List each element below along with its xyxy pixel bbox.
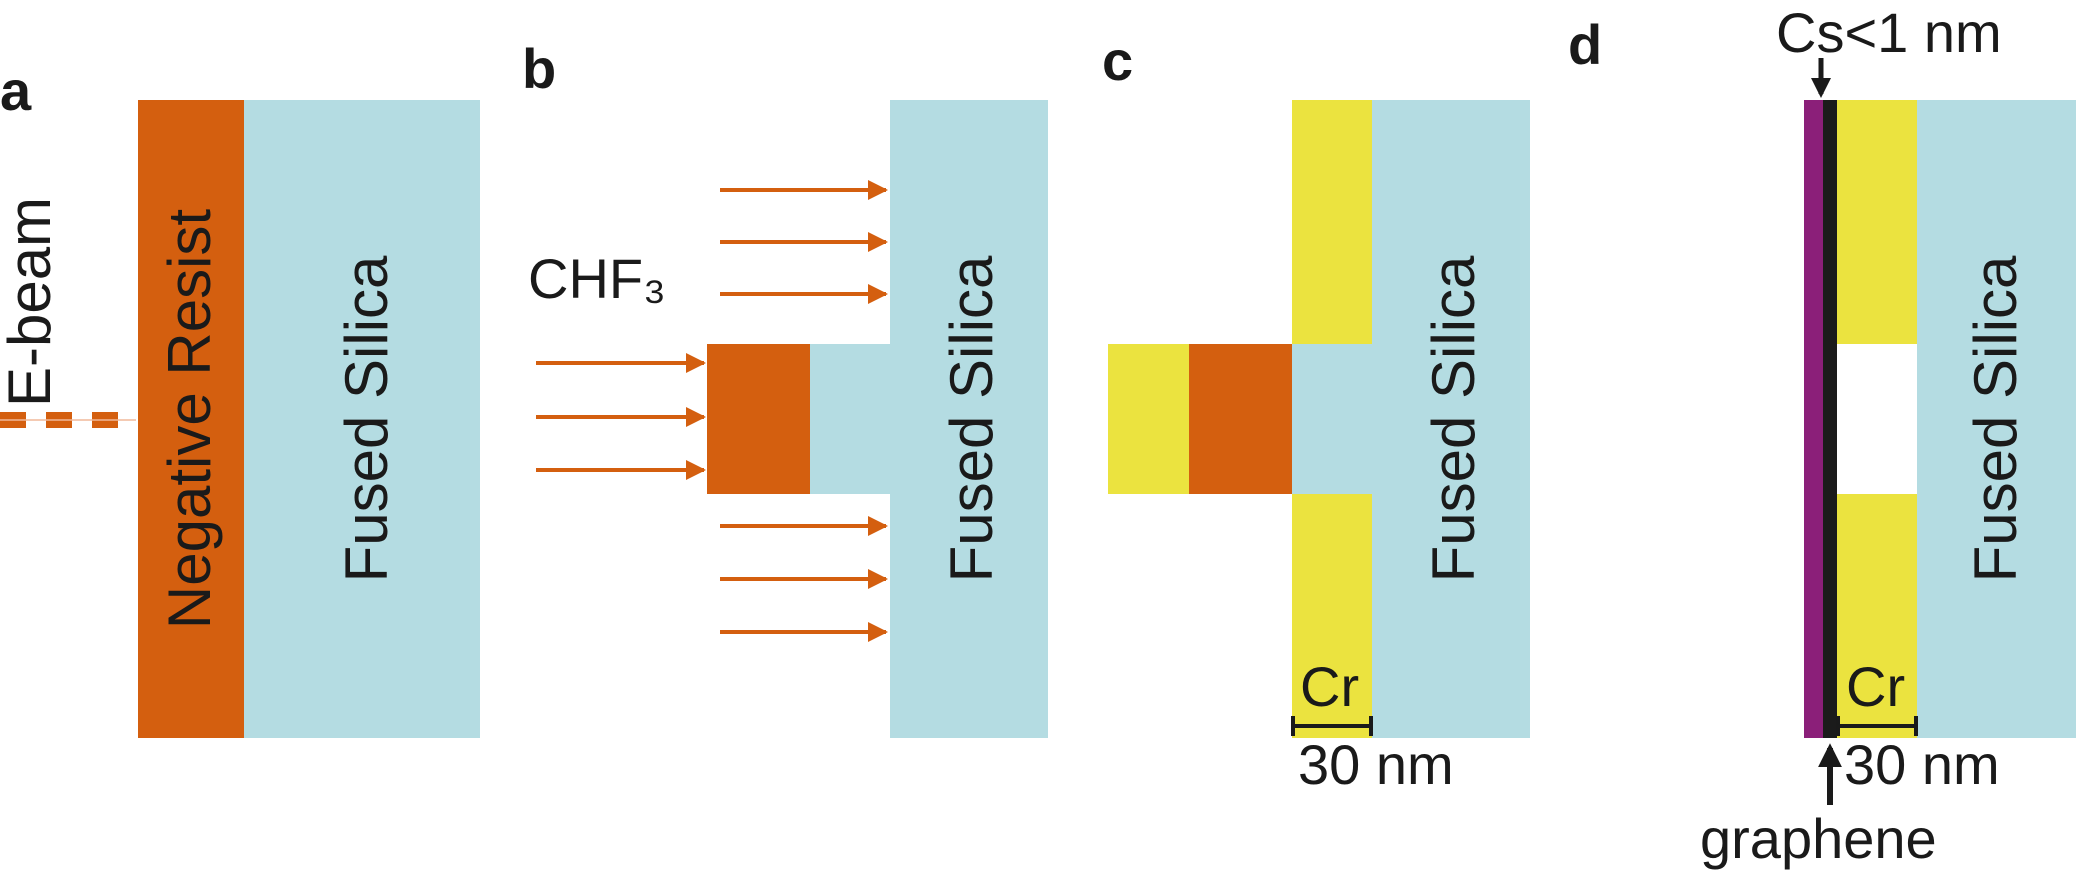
resist-mask-c xyxy=(1189,344,1292,494)
substrate-label-d: Fused Silica xyxy=(1962,255,2029,582)
panel-d: d Cs<1 nm Fused Silica Cr 30 nm graphene xyxy=(1568,1,2076,870)
chromium-upper-c xyxy=(1292,100,1372,344)
etch-arrows xyxy=(536,180,888,642)
resist-mask-b xyxy=(707,344,810,494)
ebeam-label: E-beam xyxy=(0,197,63,407)
chromium-upper-d xyxy=(1837,100,1917,344)
width-label-c: 30 nm xyxy=(1298,733,1454,796)
chromium-cap-c xyxy=(1108,344,1189,494)
negative-resist-layer xyxy=(138,100,244,738)
chf3-label: CHF₃ xyxy=(528,247,666,310)
panel-c: c Fused Silica Cr 30 nm xyxy=(1102,29,1530,796)
panel-b: b Fused Silica CHF₃ xyxy=(522,37,1048,738)
panel-label-c: c xyxy=(1102,29,1133,92)
fused-silica-substrate-b xyxy=(810,100,1048,738)
graphene-label: graphene xyxy=(1700,807,1937,870)
width-scale-d xyxy=(1836,716,1918,736)
chromium-lower-d xyxy=(1837,494,1917,738)
cr-label-d: Cr xyxy=(1846,655,1905,718)
substrate-label-b: Fused Silica xyxy=(938,255,1005,582)
panel-a: a Negative Resist Fused Silica E-beam xyxy=(0,59,480,738)
width-scale-c xyxy=(1291,716,1373,736)
panel-label-d: d xyxy=(1568,13,1602,76)
substrate-label-a: Fused Silica xyxy=(333,255,400,582)
fused-silica-substrate-a xyxy=(244,100,480,738)
panel-label-b: b xyxy=(522,37,556,100)
resist-label: Negative Resist xyxy=(156,209,223,630)
panel-label-a: a xyxy=(0,59,32,122)
cs-label: Cs<1 nm xyxy=(1776,1,2002,64)
substrate-label-c: Fused Silica xyxy=(1420,255,1487,582)
graphene-layer xyxy=(1823,100,1837,738)
cesium-layer xyxy=(1804,100,1823,738)
width-label-d: 30 nm xyxy=(1844,733,2000,796)
fused-silica-substrate-c xyxy=(1292,100,1530,738)
chromium-lower-c xyxy=(1292,494,1372,738)
cr-label-c: Cr xyxy=(1300,655,1359,718)
